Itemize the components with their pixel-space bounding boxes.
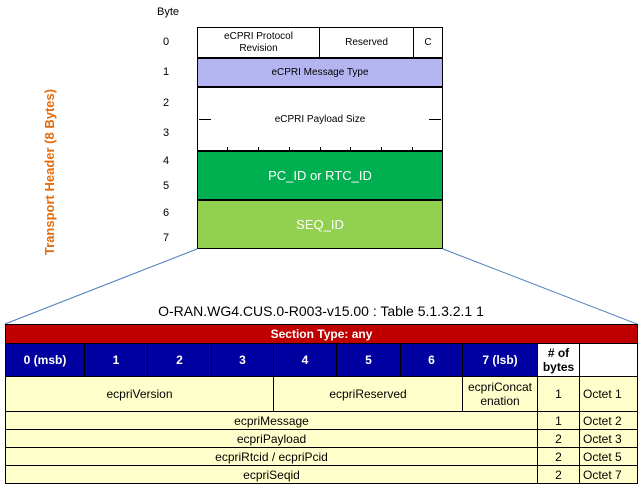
cell-bytes: 1 (537, 376, 580, 412)
cell-bytes: 2 (537, 465, 580, 484)
cell-ecpri-reserved: ecpriReserved (273, 376, 463, 412)
bytes-header: # of bytes (537, 343, 580, 377)
bit-header: 2 (147, 343, 212, 377)
byte-column-label: Byte (156, 6, 179, 18)
byte-number: 0 (162, 36, 170, 48)
field-seq-id: SEQ_ID (197, 200, 443, 249)
bit-header: 4 (273, 343, 337, 377)
bit-header: 1 (84, 343, 148, 377)
cell-bytes: 1 (537, 411, 580, 430)
byte-number: 7 (162, 232, 170, 244)
payload-divider-right (429, 119, 441, 120)
cell-bytes: 2 (537, 429, 580, 448)
cell-ecpri-concatenation: ecpriConcat enation (462, 376, 538, 412)
bit-header: 3 (211, 343, 274, 377)
cell-octet: Octet 3 (578, 429, 639, 448)
cell-ecpri-message: ecpriMessage (5, 411, 538, 430)
cell-octet: Octet 7 (578, 465, 639, 484)
cell-octet: Octet 2 (578, 411, 639, 430)
field-pc-id-label: PC_ID or RTC_ID (268, 168, 372, 183)
field-protocol-revision-label: eCPRI Protocol Revision (224, 30, 293, 54)
field-seq-id-label: SEQ_ID (296, 217, 344, 232)
field-payload-size-label: eCPRI Payload Size (274, 113, 366, 125)
bit-header: 5 (336, 343, 401, 377)
byte-number: 5 (162, 180, 170, 192)
field-reserved-label: Reserved (345, 37, 388, 48)
byte-number: 4 (162, 155, 170, 167)
byte-number: 1 (162, 66, 170, 78)
bit-header: 6 (400, 343, 463, 377)
table-caption: O-RAN.WG4.CUS.0-R003-v15.00 : Table 5.1.… (158, 303, 484, 319)
byte-number: 6 (162, 207, 170, 219)
cell-bytes: 2 (537, 447, 580, 466)
bit-header: 7 (lsb) (462, 343, 538, 377)
byte-number: 3 (162, 127, 170, 139)
cell-ecpri-payload: ecpriPayload (5, 429, 538, 448)
field-message-type: eCPRI Message Type (197, 58, 443, 87)
octet-header (578, 343, 639, 377)
payload-divider-left (199, 119, 211, 120)
ecpri-header-table: Section Type: any 0 (msb) 1 2 3 4 5 6 7 … (4, 324, 639, 484)
section-type-header: Section Type: any (4, 324, 639, 344)
bit-header: 0 (msb) (5, 343, 85, 377)
cell-ecpri-seqid: ecpriSeqid (5, 465, 538, 484)
field-c: C (413, 27, 443, 58)
field-c-label: C (424, 37, 432, 48)
byte-number: 2 (162, 97, 170, 109)
cell-ecpri-version: ecpriVersion (5, 376, 274, 412)
cell-octet: Octet 5 (578, 447, 639, 466)
field-message-type-label: eCPRI Message Type (271, 67, 369, 78)
payload-ticks (197, 147, 443, 151)
cell-octet: Octet 1 (578, 376, 639, 412)
cell-ecpri-rtcid-pcid: ecpriRtcid / ecpriPcid (5, 447, 538, 466)
field-pc-id: PC_ID or RTC_ID (197, 151, 443, 200)
